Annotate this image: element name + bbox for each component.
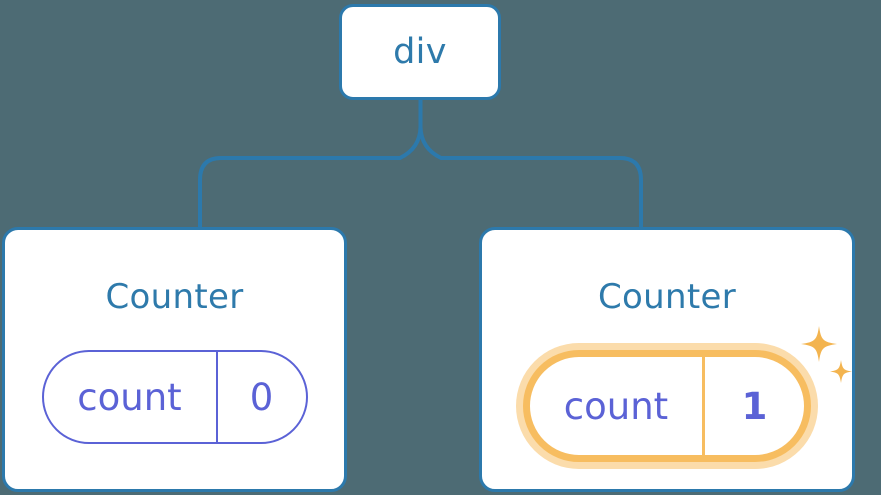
root-node-label: div [393, 31, 447, 72]
state-value-label: 1 [741, 384, 768, 428]
state-key-label: count [530, 357, 705, 455]
state-pill-wrapper: count 0 [41, 350, 308, 444]
state-pill-wrapper: count 1 [523, 326, 852, 462]
component-title: Counter [105, 277, 244, 317]
component-card-counter-left[interactable]: Counter count 0 [2, 227, 347, 492]
connector-left-branch [198, 98, 423, 229]
state-value-label: 0 [249, 375, 274, 419]
sparkle-small-icon [830, 360, 852, 383]
state-pill[interactable]: count 0 [41, 350, 308, 444]
state-key-label: count [44, 352, 218, 442]
connector-right-branch [418, 98, 643, 229]
root-node-div[interactable]: div [339, 4, 501, 100]
sparkle-large-icon [801, 326, 837, 362]
component-card-counter-right[interactable]: Counter count 1 [479, 227, 855, 492]
component-title: Counter [598, 277, 736, 317]
sparkle-icon [801, 326, 852, 383]
state-pill-highlighted[interactable]: count 1 [523, 350, 811, 462]
